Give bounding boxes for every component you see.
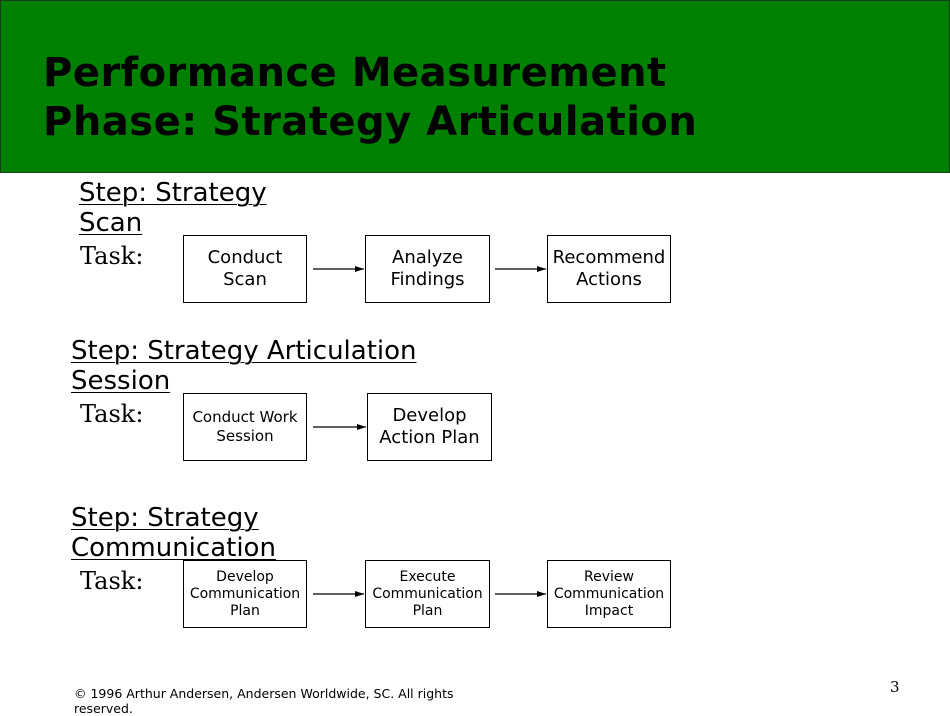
title-banner: Performance Measurement Phase: Strategy …	[0, 0, 950, 173]
task-box-recommend-actions: Recommend Actions	[547, 235, 671, 303]
step-title-text: Step: Strategy Articulation Session	[71, 336, 417, 396]
copyright-footer: © 1996 Arthur Andersen, Andersen Worldwi…	[74, 686, 454, 716]
task-label: Task:	[80, 400, 144, 428]
page-number: 3	[890, 678, 900, 696]
task-box-develop-communication-plan: Develop Communication Plan	[183, 560, 307, 628]
step-title-text: Step: Strategy Communication	[71, 503, 276, 563]
step-title-strategy-scan: Step: Strategy Scan	[79, 178, 267, 238]
step-title-text: Step: Strategy Scan	[79, 178, 267, 238]
task-box-develop-action-plan: Develop Action Plan	[367, 393, 492, 461]
task-box-analyze-findings: Analyze Findings	[365, 235, 490, 303]
task-box-execute-communication-plan: Execute Communication Plan	[365, 560, 490, 628]
task-box-conduct-work-session: Conduct Work Session	[183, 393, 307, 461]
step-title-strategy-articulation-session: Step: Strategy Articulation Session	[71, 336, 417, 396]
task-box-conduct-scan: Conduct Scan	[183, 235, 307, 303]
task-label: Task:	[80, 567, 144, 595]
task-label: Task:	[80, 242, 144, 270]
slide-title: Performance Measurement Phase: Strategy …	[43, 50, 698, 145]
task-box-review-communication-impact: Review Communication Impact	[547, 560, 671, 628]
step-title-strategy-communication: Step: Strategy Communication	[71, 503, 276, 563]
